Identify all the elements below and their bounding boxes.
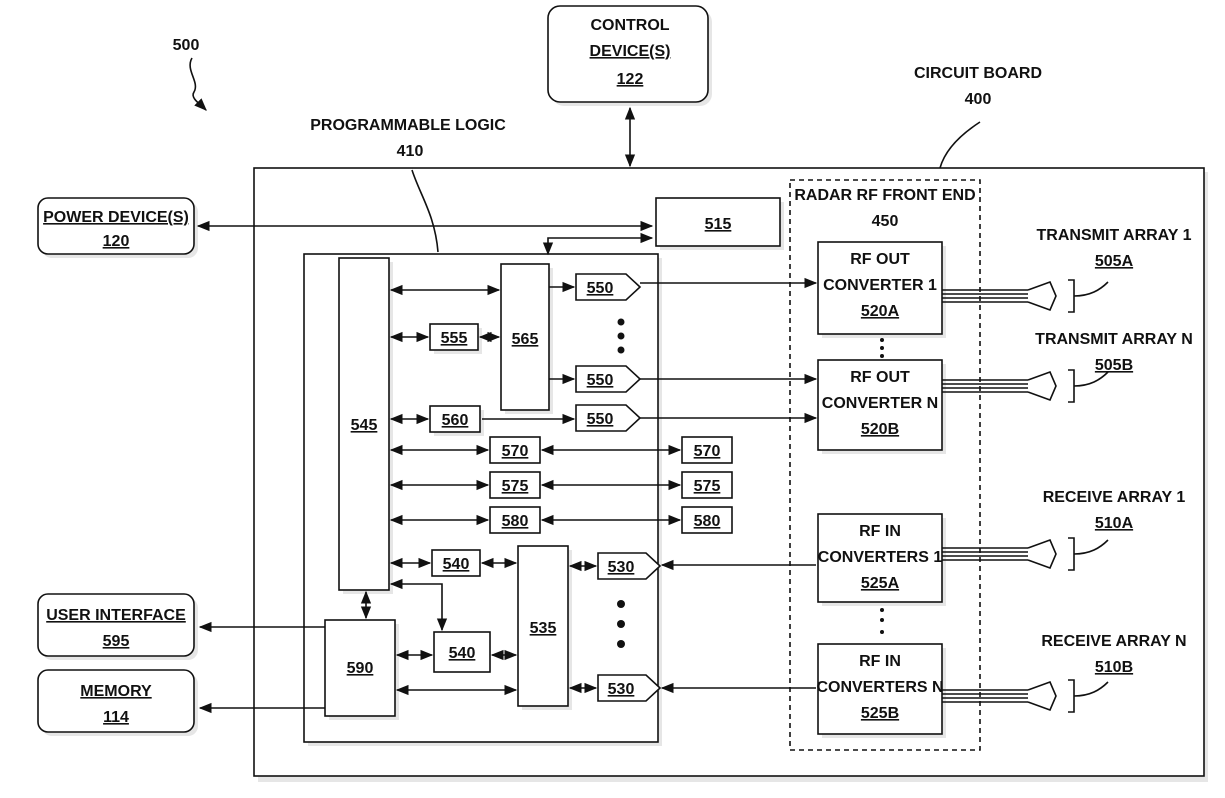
- block-580-external: [681, 506, 733, 534]
- block-535-label: 535: [530, 620, 557, 637]
- rf-out-1-ref: 520A: [861, 303, 900, 320]
- user-interface-ref: 595: [103, 633, 130, 650]
- block-570-internal: [489, 436, 541, 464]
- control-device-ref: 122: [617, 71, 644, 88]
- block-580-internal-label: 580: [502, 513, 529, 530]
- rf-out-n-line2: CONVERTER N: [822, 395, 938, 412]
- block-570-external-label: 570: [694, 443, 721, 460]
- internal-connections: [360, 277, 818, 696]
- block-575-internal: [489, 471, 541, 499]
- block-560: [429, 405, 481, 433]
- rf-front-end-ref: 450: [872, 213, 899, 230]
- rf-out-converter-n: [817, 359, 943, 451]
- block-545: [338, 257, 390, 591]
- block-550-mid-label: 550: [587, 372, 614, 389]
- antenna-arrays: [942, 279, 1109, 713]
- block-555: [429, 323, 479, 351]
- block-570-internal-label: 570: [502, 443, 529, 460]
- programmable-logic-ref: 410: [397, 143, 424, 160]
- circuit-board-label: CIRCUIT BOARD: [914, 65, 1042, 82]
- tx-array-1-label: TRANSMIT ARRAY 1: [1037, 227, 1192, 244]
- memory-box: [37, 669, 195, 733]
- block-560-label: 560: [442, 412, 469, 429]
- control-device-line1: CONTROL: [590, 17, 669, 34]
- rf-in-converter-n: [817, 643, 943, 735]
- rf-in-n-ref: 525B: [861, 705, 899, 722]
- block-535: [517, 545, 569, 707]
- circuit-board-ref: 400: [965, 91, 992, 108]
- programmable-logic-label: PROGRAMMABLE LOGIC: [310, 117, 506, 134]
- arrow-515-pl: [542, 232, 654, 256]
- block-515: [655, 197, 781, 247]
- block-565: [500, 263, 550, 411]
- rf-front-end-label: RADAR RF FRONT END: [794, 187, 975, 204]
- tx-array-n-label: TRANSMIT ARRAY N: [1035, 331, 1193, 348]
- block-515-label: 515: [705, 216, 732, 233]
- user-interface-box: [37, 593, 195, 657]
- power-device-label: POWER DEVICE(S): [43, 209, 189, 226]
- power-device-box: [37, 197, 195, 255]
- tx-array-n-ref: 505B: [1095, 357, 1133, 374]
- block-555-label: 555: [441, 330, 468, 347]
- rf-front-end-box: [789, 179, 981, 751]
- control-device-box: [547, 5, 709, 103]
- block-540-lower: [433, 631, 491, 673]
- memory-ref: 114: [103, 709, 129, 726]
- rf-out-1-line1: RF OUT: [850, 251, 910, 268]
- block-575-external-label: 575: [694, 478, 721, 495]
- block-580-internal: [489, 506, 541, 534]
- block-590: [324, 619, 396, 717]
- rf-out-n-ref: 520B: [861, 421, 899, 438]
- block-545-label: 545: [351, 417, 378, 434]
- block-550-mid: [575, 365, 642, 393]
- figure-ref-arrow: [189, 57, 207, 111]
- rf-out-n-line1: RF OUT: [850, 369, 910, 386]
- block-550-top: [575, 273, 642, 301]
- block-530-bottom: [597, 674, 662, 702]
- rf-in-converter-1: [817, 513, 943, 603]
- block-550-top-label: 550: [587, 280, 614, 297]
- rf-in-n-line1: RF IN: [859, 653, 901, 670]
- control-device-line2: DEVICE(S): [590, 43, 671, 60]
- rf-out-converter-1: [817, 241, 943, 335]
- programmable-logic-leader: [411, 169, 439, 253]
- block-540-upper: [431, 549, 481, 577]
- rf-out-1-line2: CONVERTER 1: [823, 277, 937, 294]
- rx-array-n-label: RECEIVE ARRAY N: [1041, 633, 1186, 650]
- block-575-internal-label: 575: [502, 478, 529, 495]
- block-530-top: [597, 552, 662, 580]
- power-device-ref: 120: [103, 233, 130, 250]
- figure-ref-label: 500: [173, 37, 200, 54]
- rx-array-1-ref: 510A: [1095, 515, 1134, 532]
- tx-array-1-ref: 505A: [1095, 253, 1134, 270]
- block-565-label: 565: [512, 331, 539, 348]
- rf-in-1-line2: CONVERTERS 1: [818, 549, 943, 566]
- user-interface-label: USER INTERFACE: [46, 607, 186, 624]
- rf-in-1-ref: 525A: [861, 575, 900, 592]
- rx-array-n-ref: 510B: [1095, 659, 1133, 676]
- ellipsis-dots: [617, 318, 884, 648]
- rx-array-1-label: RECEIVE ARRAY 1: [1043, 489, 1186, 506]
- block-550-bottom: [575, 404, 642, 432]
- block-530-bottom-label: 530: [608, 681, 635, 698]
- rf-in-1-line1: RF IN: [859, 523, 901, 540]
- block-570-external: [681, 436, 733, 464]
- block-575-external: [681, 471, 733, 499]
- memory-label: MEMORY: [80, 683, 152, 700]
- block-530-top-label: 530: [608, 559, 635, 576]
- block-540-lower-label: 540: [449, 645, 476, 662]
- circuit-board-leader: [939, 121, 981, 169]
- block-540-upper-label: 540: [443, 556, 470, 573]
- block-550-bottom-label: 550: [587, 411, 614, 428]
- rf-in-n-line2: CONVERTERS N: [816, 679, 943, 696]
- block-580-external-label: 580: [694, 513, 721, 530]
- block-590-label: 590: [347, 660, 374, 677]
